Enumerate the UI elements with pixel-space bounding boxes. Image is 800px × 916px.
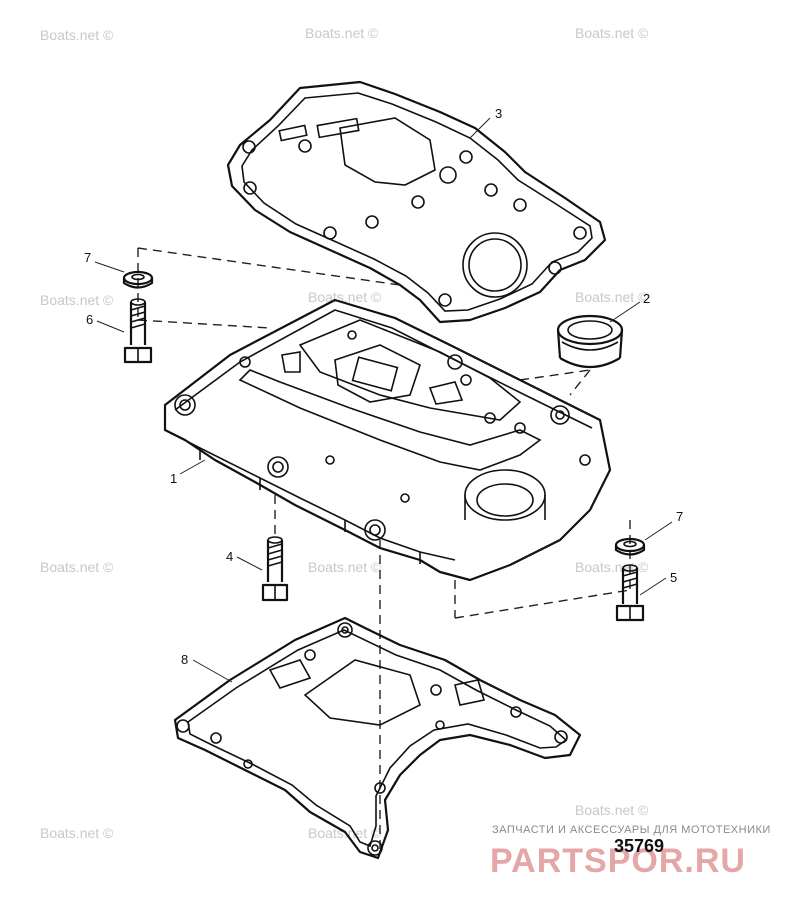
main-plate [163,298,612,582]
callout-2: 2 [643,291,650,306]
watermark-text: Boats.net © [305,25,379,41]
left-washer [122,270,154,289]
footer: ЗАПЧАСТИ И АКСЕССУАРЫ ДЛЯ МОТОТЕХНИКИ PA… [490,824,771,880]
lower-gasket [173,616,582,860]
watermark-text: Boats.net © [40,559,114,575]
footer-tagline: ЗАПЧАСТИ И АКСЕССУАРЫ ДЛЯ МОТОТЕХНИКИ [492,824,771,836]
callout-3: 3 [495,106,502,121]
right-washer [614,537,646,556]
callout-7-right: 7 [676,509,683,524]
seal-ring [556,314,624,368]
watermark-text: Boats.net © [40,825,114,841]
watermark-text: Boats.net © [40,27,114,43]
upper-gasket [226,80,607,324]
lower-left-bolt [261,536,289,602]
callout-4: 4 [226,549,233,564]
watermark-text: Boats.net © [308,559,382,575]
leader-lines [94,117,673,683]
callout-labels: 3 2 1 4 5 6 7 7 8 [84,106,683,667]
left-bolt [123,298,153,364]
watermark-text: Boats.net © [308,289,382,305]
brand-logo: PARTSPOR.RU [490,842,746,880]
watermark-text: Boats.net © [40,292,114,308]
right-bolt [615,564,645,622]
callout-5: 5 [670,570,677,585]
watermark-text: Boats.net © [575,802,649,818]
callout-1: 1 [170,471,177,486]
watermark-text: Boats.net © [575,25,649,41]
watermark-text: Boats.net © [575,289,649,305]
callout-7-left: 7 [84,250,91,265]
callout-8: 8 [181,652,188,667]
figure-number: 35769 [614,836,664,856]
watermark-layer: Boats.net © Boats.net © Boats.net © Boat… [40,25,649,841]
callout-6: 6 [86,312,93,327]
